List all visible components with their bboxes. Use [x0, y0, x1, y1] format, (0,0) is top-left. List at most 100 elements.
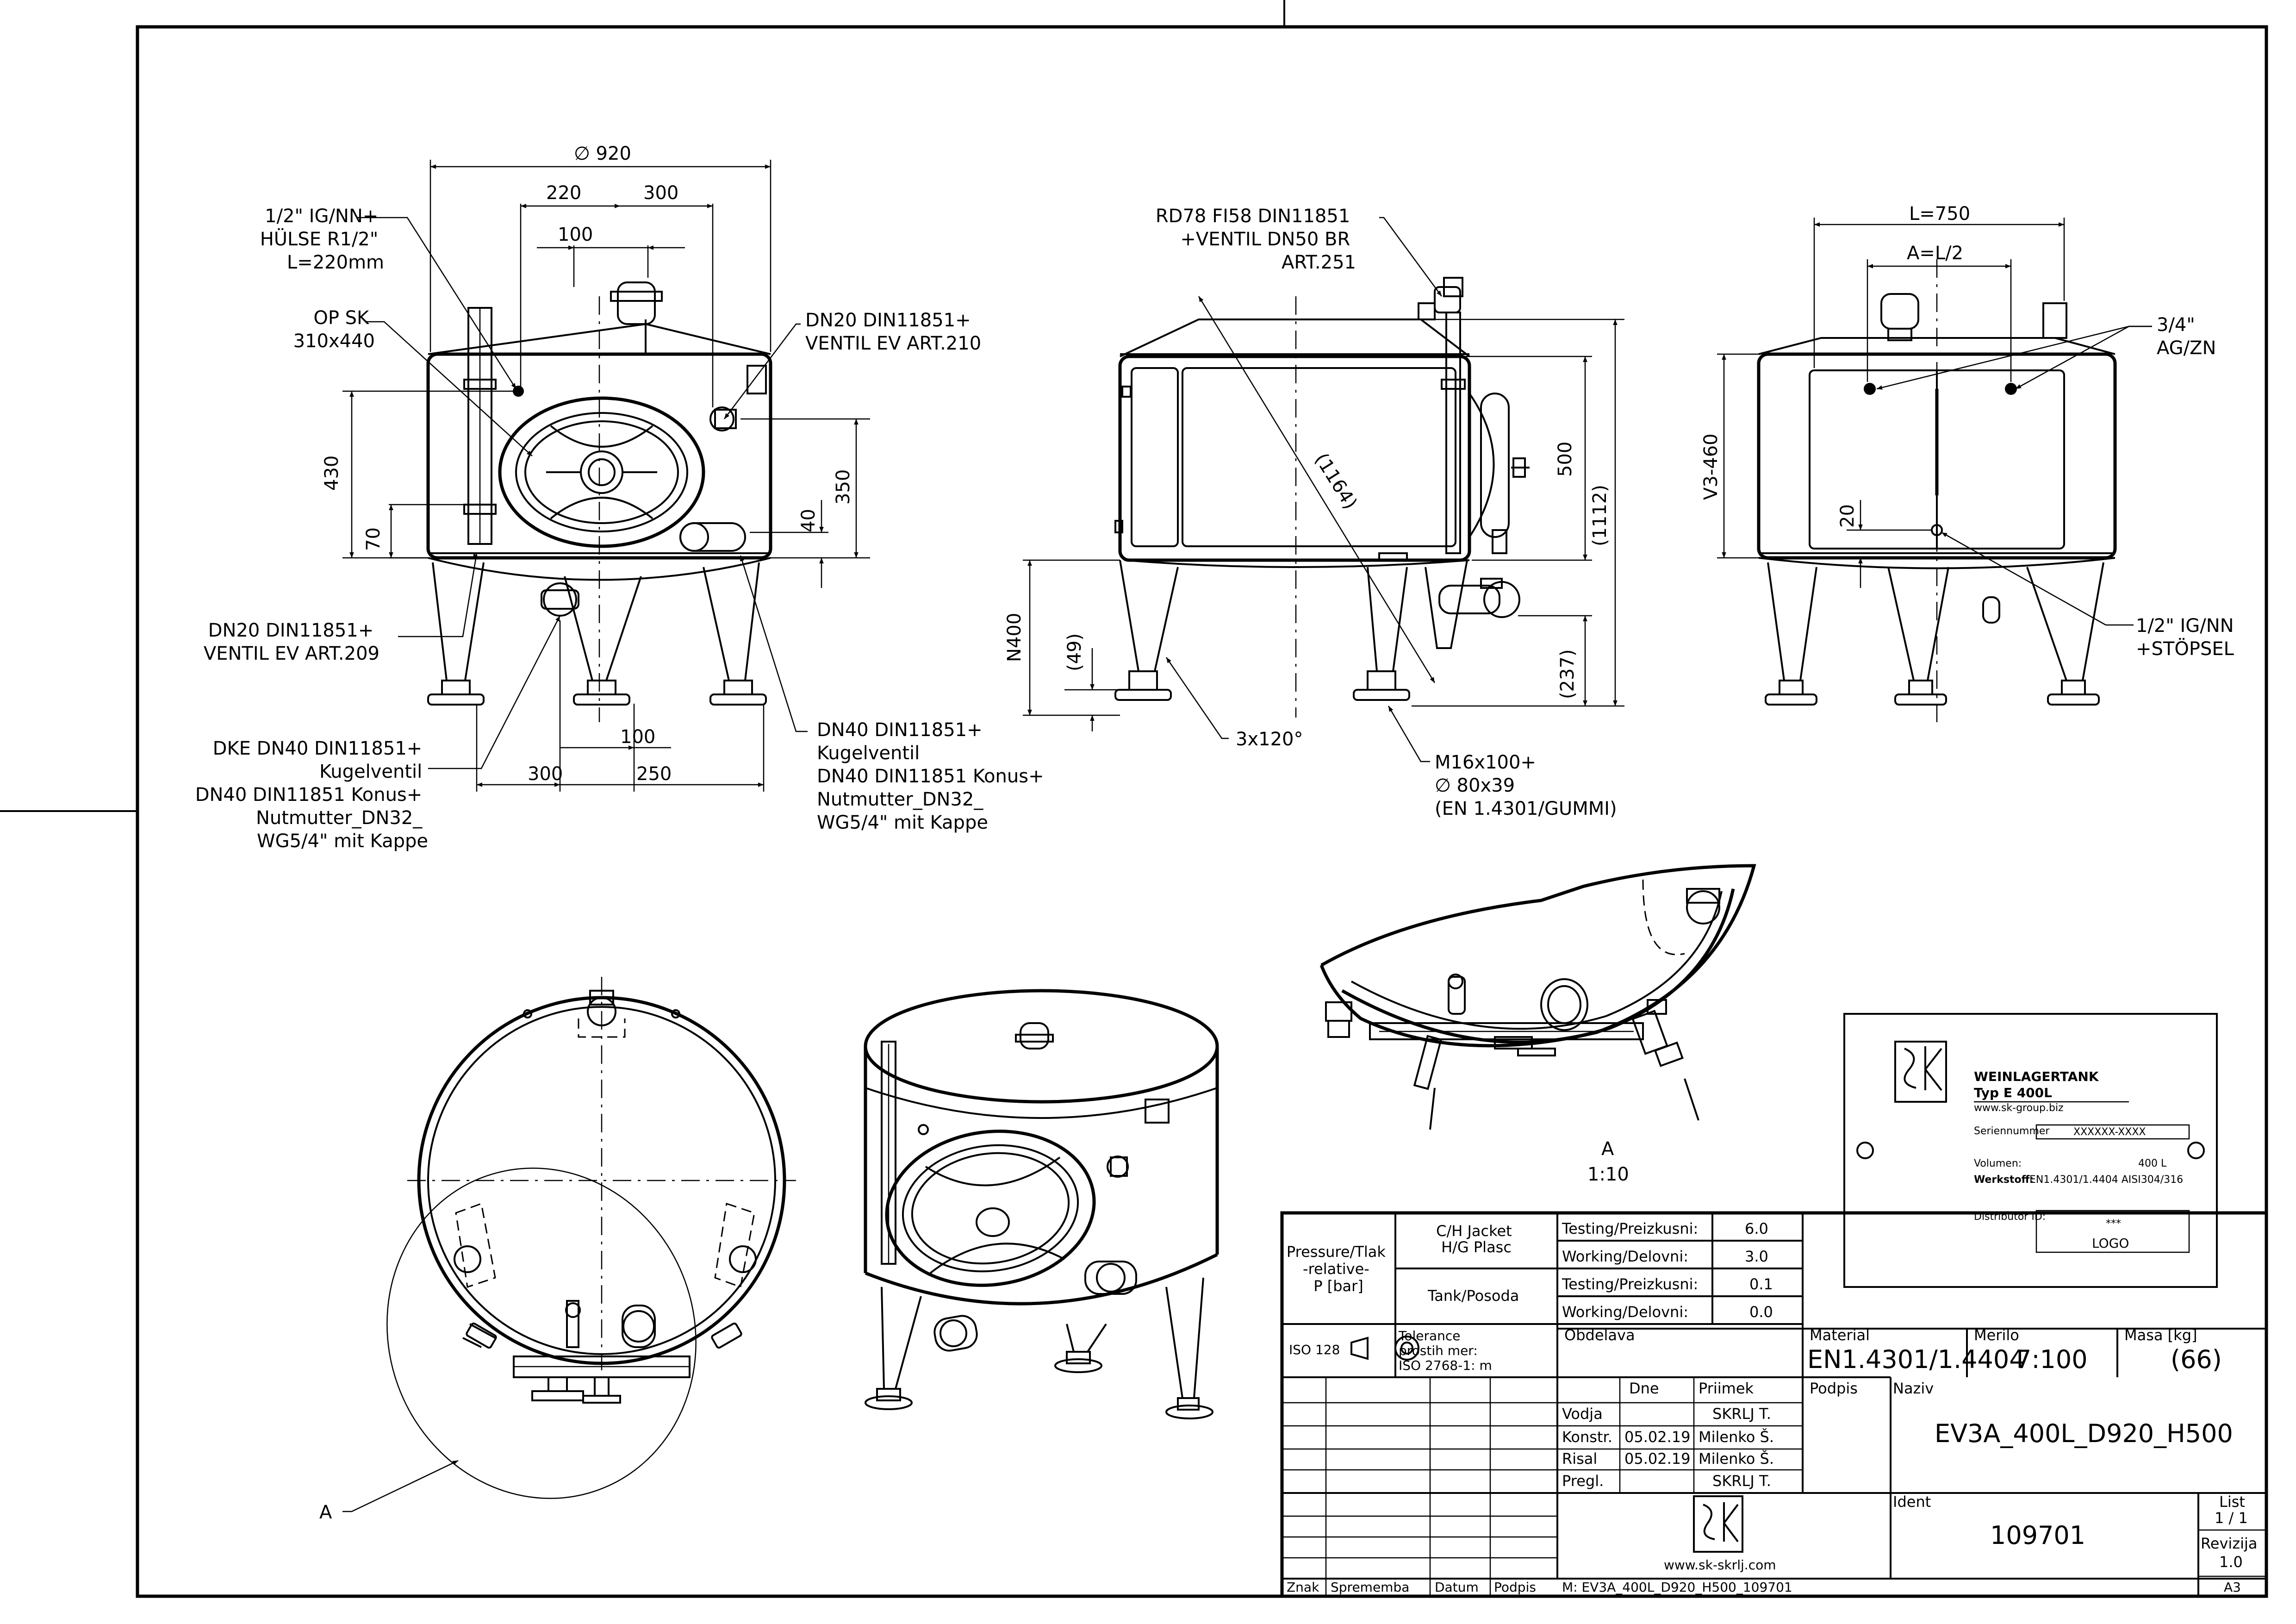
tb-footer-datum: Datum — [1435, 1580, 1479, 1595]
tb-work2-label: Working/Delovni: — [1562, 1303, 1688, 1321]
callout-dn40-line4: Nutmutter_DN32_ — [817, 789, 983, 810]
nameplate-serial-label: Seriennummer — [1974, 1125, 2050, 1137]
tb-naziv-label: Naziv — [1893, 1380, 1934, 1397]
sheet-frame — [0, 0, 2268, 1598]
tb-test1-label: Testing/Preizkusni: — [1562, 1220, 1698, 1237]
callout-dke-valve: DKE DN40 DIN11851+ Kugelventil DN40 DIN1… — [195, 738, 428, 852]
tb-row1-name: SKRLJ T. — [1712, 1405, 1771, 1423]
detail-a-view — [1319, 864, 1756, 1130]
tb-col-dne: Dne — [1629, 1380, 1659, 1397]
callout-dn40-line3: DN40 DIN11851 Konus+ — [817, 766, 1044, 787]
callout-valve-209: DN20 DIN11851+ VENTIL EV ART.209 — [204, 620, 380, 664]
tb-jacket: C/H Jacket H/G Plasc — [1436, 1222, 1517, 1256]
callout-sleeve: 1/2" IG/NN+ HÜLSE R1/2" L=220mm — [260, 206, 384, 273]
dim-100: 100 — [558, 224, 593, 245]
callout-dke-line1: DKE DN40 DIN11851+ — [213, 738, 423, 759]
title-block — [1280, 1211, 2268, 1598]
plan-callout-a: A — [319, 1502, 332, 1523]
callout-valve-210-line1: DN20 DIN11851+ — [805, 310, 971, 331]
callout-rd78: RD78 FI58 DIN11851 +VENTIL DN50 BR ART.2… — [1156, 206, 1356, 273]
tb-masa-label: Masa [kg] — [2124, 1326, 2197, 1344]
detail-a-labels: A 1:10 — [1587, 1138, 1629, 1185]
tb-test1-value: 6.0 — [1745, 1220, 1768, 1237]
callout-dn40-line5: WG5/4" mit Kappe — [817, 812, 988, 833]
tb-tolerance-line3: ISO 2768-1: m — [1399, 1358, 1492, 1373]
nameplate-title-line1: WEINLAGERTANK — [1974, 1069, 2099, 1084]
dim-3x120: 3x120° — [1236, 729, 1303, 750]
title-block-labels: Pressure/Tlak -relative- P [bar] C/H Jac… — [1287, 1220, 2258, 1595]
callout-ag-zn-line1: 3/4" — [2157, 314, 2195, 336]
tb-row2-name: Milenko Š. — [1699, 1428, 1774, 1446]
dim-n400: N400 — [1004, 613, 1025, 662]
callout-ag-zn: 3/4" AG/ZN — [2157, 314, 2216, 359]
callout-foot: M16x100+ ∅ 80x39 (EN 1.4301/GUMMI) — [1435, 752, 1617, 819]
tb-rev-value: 1.0 — [2219, 1553, 2243, 1571]
dim-v3-460: V3-460 — [1700, 433, 1722, 500]
dim-a-l2: A=L/2 — [1907, 243, 1963, 264]
tb-footer-sprememba: Sprememba — [1331, 1580, 1409, 1595]
nameplate-serial-value: XXXXXX-XXXX — [2073, 1126, 2146, 1138]
tb-list-label: List — [2219, 1493, 2245, 1511]
tb-naziv-value: EV3A_400L_D920_H500 — [1935, 1419, 2233, 1448]
tb-ident-value: 109701 — [1990, 1521, 2085, 1550]
callout-rd78-line1: RD78 FI58 DIN11851 — [1156, 206, 1350, 227]
nameplate-logo-text: LOGO — [2092, 1236, 2129, 1251]
tb-ident-label: Ident — [1893, 1493, 1931, 1511]
callout-manhole: OP SK 310x440 — [293, 307, 375, 352]
nameplate-logo-icon — [1894, 1041, 1947, 1103]
nameplate-volume-value: 400 L — [2138, 1158, 2167, 1169]
tb-work1-label: Working/Delovni: — [1562, 1248, 1688, 1265]
callout-dn40-line1: DN40 DIN11851+ — [817, 719, 983, 741]
callout-sleeve-line2: HÜLSE R1/2" — [260, 228, 379, 250]
dim-bottom-300: 300 — [528, 763, 563, 785]
tb-test2-value: 0.1 — [1749, 1275, 1773, 1293]
nameplate-material-value: EN1.4301/1.4404 AISI304/316 — [2029, 1174, 2183, 1186]
nameplate: WEINLAGERTANK Typ E 400L www.sk-group.bi… — [1843, 1013, 2218, 1288]
dim-20: 20 — [1837, 504, 1858, 528]
callout-manhole-line2: 310x440 — [293, 331, 375, 352]
nameplate-distributor-value: *** — [2106, 1218, 2121, 1230]
detail-a-label: A — [1601, 1138, 1614, 1160]
tb-jacket-line1: C/H Jacket — [1436, 1222, 1512, 1240]
callout-stopsel-line2: +STÖPSEL — [2136, 637, 2234, 660]
callout-dke-line4: Nutmutter_DN32_ — [256, 807, 423, 829]
callout-dn40-line2: Kugelventil — [817, 743, 920, 764]
dim-l750: L=750 — [1909, 203, 1970, 225]
callout-stopsel: 1/2" IG/NN +STÖPSEL — [2136, 615, 2240, 660]
callout-sleeve-line1: 1/2" IG/NN+ — [265, 206, 378, 227]
callout-dke-line5: WG5/4" mit Kappe — [257, 831, 428, 852]
dim-1164: (1164) — [1311, 450, 1361, 513]
callout-dke-line2: Kugelventil — [319, 761, 422, 782]
dim-bottom-100: 100 — [620, 726, 655, 748]
tb-work2-value: 0.0 — [1749, 1303, 1773, 1321]
tb-tank: Tank/Posoda — [1427, 1287, 1519, 1305]
dim-237: (237) — [1557, 649, 1578, 699]
tb-col-podpis: Podpis — [1810, 1380, 1858, 1397]
tb-row3-date: 05.02.19 — [1624, 1450, 1691, 1468]
isometric-view — [864, 989, 1219, 1419]
tb-material-label: Material — [1810, 1326, 1870, 1344]
tb-row1-role: Vodja — [1562, 1405, 1603, 1423]
dim-300: 300 — [643, 182, 678, 204]
detail-a-scale: 1:10 — [1587, 1164, 1629, 1185]
nameplate-title-line2: Typ E 400L — [1974, 1085, 2052, 1100]
side-view — [1023, 217, 1624, 762]
callout-foot-line3: (EN 1.4301/GUMMI) — [1435, 798, 1617, 819]
tb-test2-label: Testing/Preizkusni: — [1562, 1275, 1698, 1293]
tb-pressure-line3: P [bar] — [1313, 1277, 1363, 1295]
front-view — [342, 160, 870, 792]
tb-rev-label: Revizija — [2201, 1535, 2258, 1552]
tb-tolerance: Tolerance prostih mer: ISO 2768-1: m — [1398, 1328, 1492, 1373]
dim-500: 500 — [1555, 442, 1576, 477]
nameplate-volume-label: Volumen: — [1974, 1158, 2022, 1169]
callout-stopsel-line1: 1/2" IG/NN — [2136, 615, 2234, 637]
dim-220: 220 — [546, 182, 581, 204]
dim-49: (49) — [1064, 633, 1085, 671]
tb-row2-role: Konstr. — [1562, 1428, 1612, 1446]
tb-obdelava: Obdelava — [1564, 1326, 1635, 1344]
tb-pressure: Pressure/Tlak -relative- P [bar] — [1287, 1243, 1390, 1295]
tb-format: A3 — [2224, 1580, 2241, 1595]
nameplate-site: www.sk-group.biz — [1974, 1102, 2064, 1114]
dim-350: 350 — [833, 469, 854, 505]
